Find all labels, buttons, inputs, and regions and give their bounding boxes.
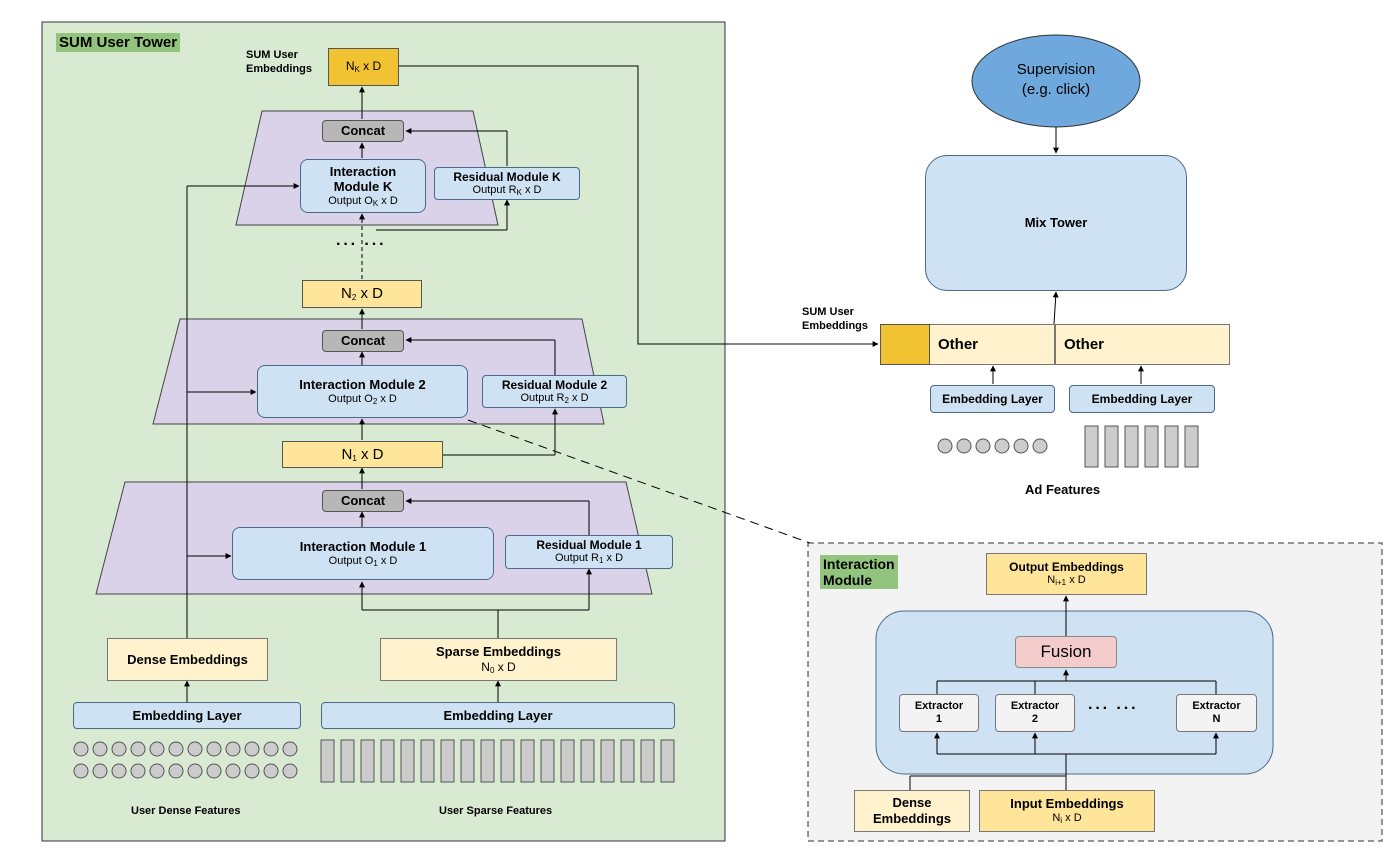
sparse-embeddings-title: Sparse Embeddings: [436, 643, 561, 659]
ni1-rest: x D: [1066, 574, 1086, 587]
ad-feature-bars: [1084, 425, 1199, 468]
interaction-module-k: Interaction Module K Output OK x D: [300, 159, 426, 213]
user-tower-output-label: SUM User Embeddings: [246, 49, 313, 75]
detail-inner-box: [875, 610, 1274, 775]
n1-box: N1 x D: [282, 441, 443, 468]
detail-title: Interaction Module: [820, 555, 898, 590]
nk-sub: K: [354, 65, 360, 75]
o1-sub: 1: [373, 558, 378, 568]
ni-base: N: [1052, 812, 1061, 824]
ni1-base: N: [1047, 574, 1056, 587]
dense-embedding-layer: Embedding Layer: [73, 702, 301, 729]
o2-rest: x D: [377, 392, 397, 405]
sparse-embedding-layer: Embedding Layer: [321, 702, 675, 729]
residual-2-title: Residual Module 2: [501, 377, 608, 392]
n1-sub: 1: [352, 453, 357, 463]
supervision-label: Supervision (e.g. click): [1016, 61, 1096, 99]
r1-base: Output R: [554, 552, 599, 565]
fusion-box: Fusion: [1015, 636, 1117, 668]
concat-k: Concat: [322, 120, 404, 142]
detail-output-title: Output Embeddings: [1009, 560, 1124, 574]
extractor-2: Extractor 2: [995, 694, 1075, 732]
ad-sum-label: SUM User Embeddings: [802, 306, 869, 332]
residual-module-2: Residual Module 2 Output R2 x D: [482, 375, 627, 408]
sparse-embeddings-box: Sparse Embeddings N0 x D: [380, 638, 617, 681]
module-ellipsis: ··· ···: [336, 236, 387, 253]
user-sparse-features-label: User Sparse Features: [439, 805, 553, 817]
extractor-n: Extractor N: [1176, 694, 1257, 732]
r1-sub: 1: [599, 556, 604, 566]
rk-sub: K: [516, 187, 522, 197]
residual-1-title: Residual Module 1: [536, 538, 642, 552]
detail-input-embeddings: Input Embeddings Ni x D: [979, 790, 1155, 832]
user-sparse-feature-bars: [320, 739, 675, 783]
user-dense-feature-circles: [73, 741, 298, 779]
ni1-sub: i+1: [1055, 578, 1067, 588]
interaction-module-1: Interaction Module 1 Output O1 x D: [232, 527, 494, 580]
n1-rest: x D: [356, 445, 384, 463]
ad-embedding-layer-2: Embedding Layer: [1069, 385, 1215, 413]
ok-base: Output O: [328, 194, 373, 207]
dense-embeddings-box: Dense Embeddings: [107, 638, 268, 681]
user-tower-title: SUM User Tower: [56, 33, 181, 53]
interaction-k-title: Interaction Module K: [329, 163, 397, 195]
residual-k-title: Residual Module K: [453, 169, 561, 184]
n1-base: N: [341, 445, 353, 463]
ni-sub: i: [1060, 816, 1063, 825]
interaction-2-title: Interaction Module 2: [299, 376, 426, 392]
o2-base: Output O: [328, 392, 373, 405]
interaction-1-title: Interaction Module 1: [299, 538, 427, 554]
rk-rest: x D: [521, 183, 542, 196]
concat-1: Concat: [322, 490, 404, 512]
n2-base: N: [341, 285, 352, 302]
nk-rest: x D: [359, 59, 382, 74]
detail-output-embeddings: Output Embeddings Ni+1 x D: [986, 553, 1147, 595]
o2-sub: 2: [372, 396, 378, 406]
ok-rest: x D: [378, 194, 398, 207]
n0-base: N: [481, 659, 490, 674]
n0-sub: 0: [489, 665, 495, 675]
n2-sub: 2: [351, 293, 357, 302]
concat-2: Concat: [322, 330, 404, 352]
ad-feature-circles: [937, 438, 1048, 454]
ni-rest: x D: [1062, 812, 1082, 824]
ok-sub: K: [372, 198, 379, 208]
sum-embedding-slot: [880, 324, 930, 365]
other-slot-1: Other: [930, 324, 1055, 365]
mix-tower: Mix Tower: [925, 155, 1187, 291]
residual-module-1: Residual Module 1 Output R1 x D: [505, 535, 673, 569]
nk-base: N: [345, 59, 355, 74]
rk-base: Output R: [472, 183, 517, 196]
other-slot-2: Other: [1055, 324, 1230, 365]
r2-rest: x D: [568, 391, 589, 404]
detail-input-title: Input Embeddings: [1010, 796, 1124, 812]
r2-base: Output R: [520, 391, 565, 404]
n0-rest: x D: [494, 659, 516, 674]
nk-output-box: NK x D: [328, 48, 399, 86]
r2-sub: 2: [564, 395, 569, 405]
o1-rest: x D: [377, 554, 398, 567]
n2-box: N2 x D: [302, 280, 422, 308]
r1-rest: x D: [603, 552, 624, 565]
residual-module-k: Residual Module K Output RK x D: [434, 167, 580, 200]
ad-features-label: Ad Features: [1025, 482, 1101, 497]
extractor-ellipsis: ··· ···: [1088, 700, 1139, 717]
extractor-1: Extractor 1: [899, 694, 979, 732]
interaction-module-2: Interaction Module 2 Output O2 x D: [257, 365, 468, 418]
o1-base: Output O: [328, 554, 374, 567]
detail-dense-embeddings: Dense Embeddings: [854, 790, 970, 832]
ad-embedding-layer-1: Embedding Layer: [930, 385, 1055, 413]
user-dense-features-label: User Dense Features: [131, 805, 241, 817]
n2-rest: x D: [356, 285, 383, 302]
